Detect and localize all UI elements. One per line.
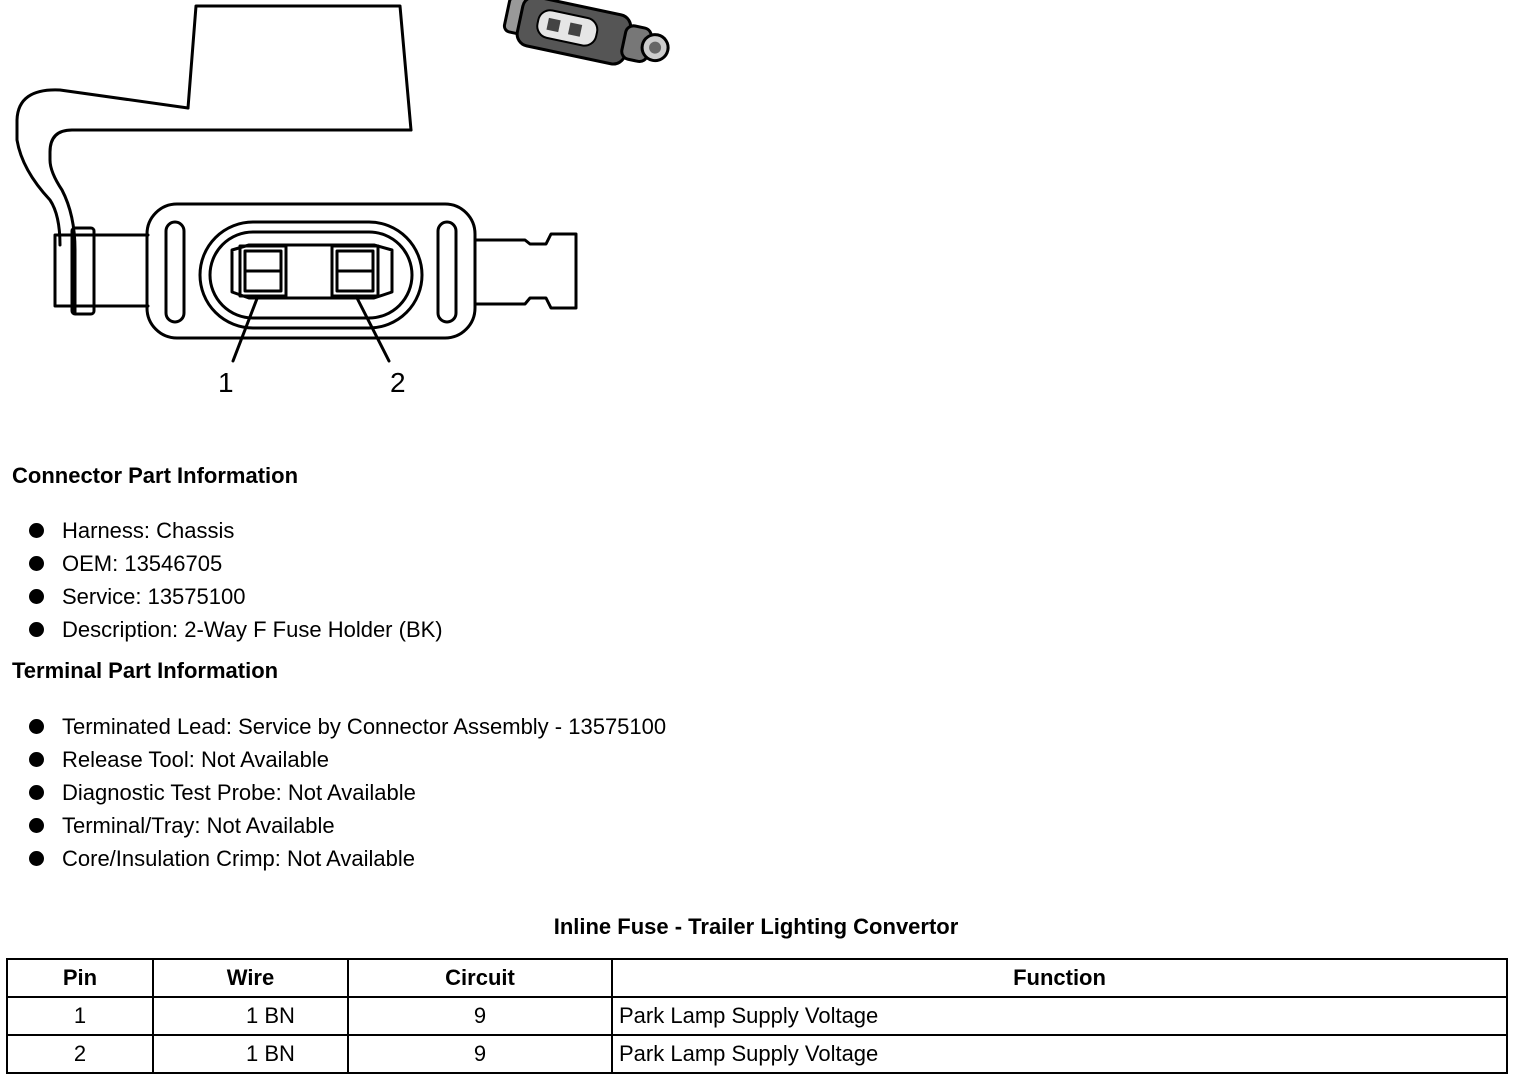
cell-wire: 1 BN: [152, 996, 349, 1036]
bullet-icon: [29, 523, 44, 538]
list-item: Release Tool: Not Available: [0, 743, 666, 776]
table-header-row: Pin Wire Circuit Function: [6, 958, 1508, 998]
bullet-icon: [29, 818, 44, 833]
list-item: Terminated Lead: Service by Connector As…: [0, 710, 666, 743]
header-function: Function: [611, 958, 1508, 998]
bullet-icon: [29, 719, 44, 734]
list-item: Harness: Chassis: [0, 514, 443, 547]
connector-body: [145, 202, 477, 340]
cavity-1: [238, 244, 288, 298]
bullet-icon: [29, 556, 44, 571]
cell-pin: 2: [6, 1034, 154, 1074]
table-caption: Inline Fuse - Trailer Lighting Convertor: [553, 914, 959, 939]
bullet-icon: [29, 851, 44, 866]
left-tube: [53, 233, 150, 308]
terminal-part-heading: Terminal Part Information: [12, 658, 279, 683]
list-item: Service: 13575100: [0, 580, 443, 613]
bracket: [186, 4, 413, 132]
bullet-icon: [29, 589, 44, 604]
cell-wire: 1 BN: [152, 1034, 349, 1074]
table-row: 2 1 BN 9 Park Lamp Supply Voltage: [6, 1034, 1508, 1074]
cell-circuit: 9: [347, 1034, 613, 1074]
list-item: OEM: 13546705: [0, 547, 443, 580]
pin-label-1: 1: [218, 367, 234, 398]
cell-function: Park Lamp Supply Voltage: [611, 996, 1508, 1036]
list-item: Terminal/Tray: Not Available: [0, 809, 666, 842]
header-pin: Pin: [6, 958, 154, 998]
table-row: 1 1 BN 9 Park Lamp Supply Voltage: [6, 996, 1508, 1036]
list-item: Diagnostic Test Probe: Not Available: [0, 776, 666, 809]
bullet-icon: [29, 752, 44, 767]
connector-diagram: [15, 0, 670, 363]
pinout-table: Pin Wire Circuit Function 1 1 BN 9 Park …: [6, 958, 1508, 1074]
terminal-part-list: Terminated Lead: Service by Connector As…: [0, 710, 666, 875]
wire-loop-inner: [15, 88, 190, 247]
list-item: Core/Insulation Crimp: Not Available: [0, 842, 666, 875]
bullet-icon: [29, 785, 44, 800]
header-circuit: Circuit: [347, 958, 613, 998]
cell-circuit: 9: [347, 996, 613, 1036]
wire-loop-outer: [48, 128, 413, 314]
cell-pin: 1: [6, 996, 154, 1036]
connector-part-list: Harness: Chassis OEM: 13546705 Service: …: [0, 514, 443, 646]
list-item: Description: 2-Way F Fuse Holder (BK): [0, 613, 443, 646]
cell-function: Park Lamp Supply Voltage: [611, 1034, 1508, 1074]
pin-label-2: 2: [390, 367, 406, 398]
header-wire: Wire: [152, 958, 349, 998]
bullet-icon: [29, 622, 44, 637]
connector-part-heading: Connector Part Information: [12, 463, 299, 488]
right-nozzle: [473, 232, 578, 310]
connector-photo-icon: [502, 0, 670, 66]
